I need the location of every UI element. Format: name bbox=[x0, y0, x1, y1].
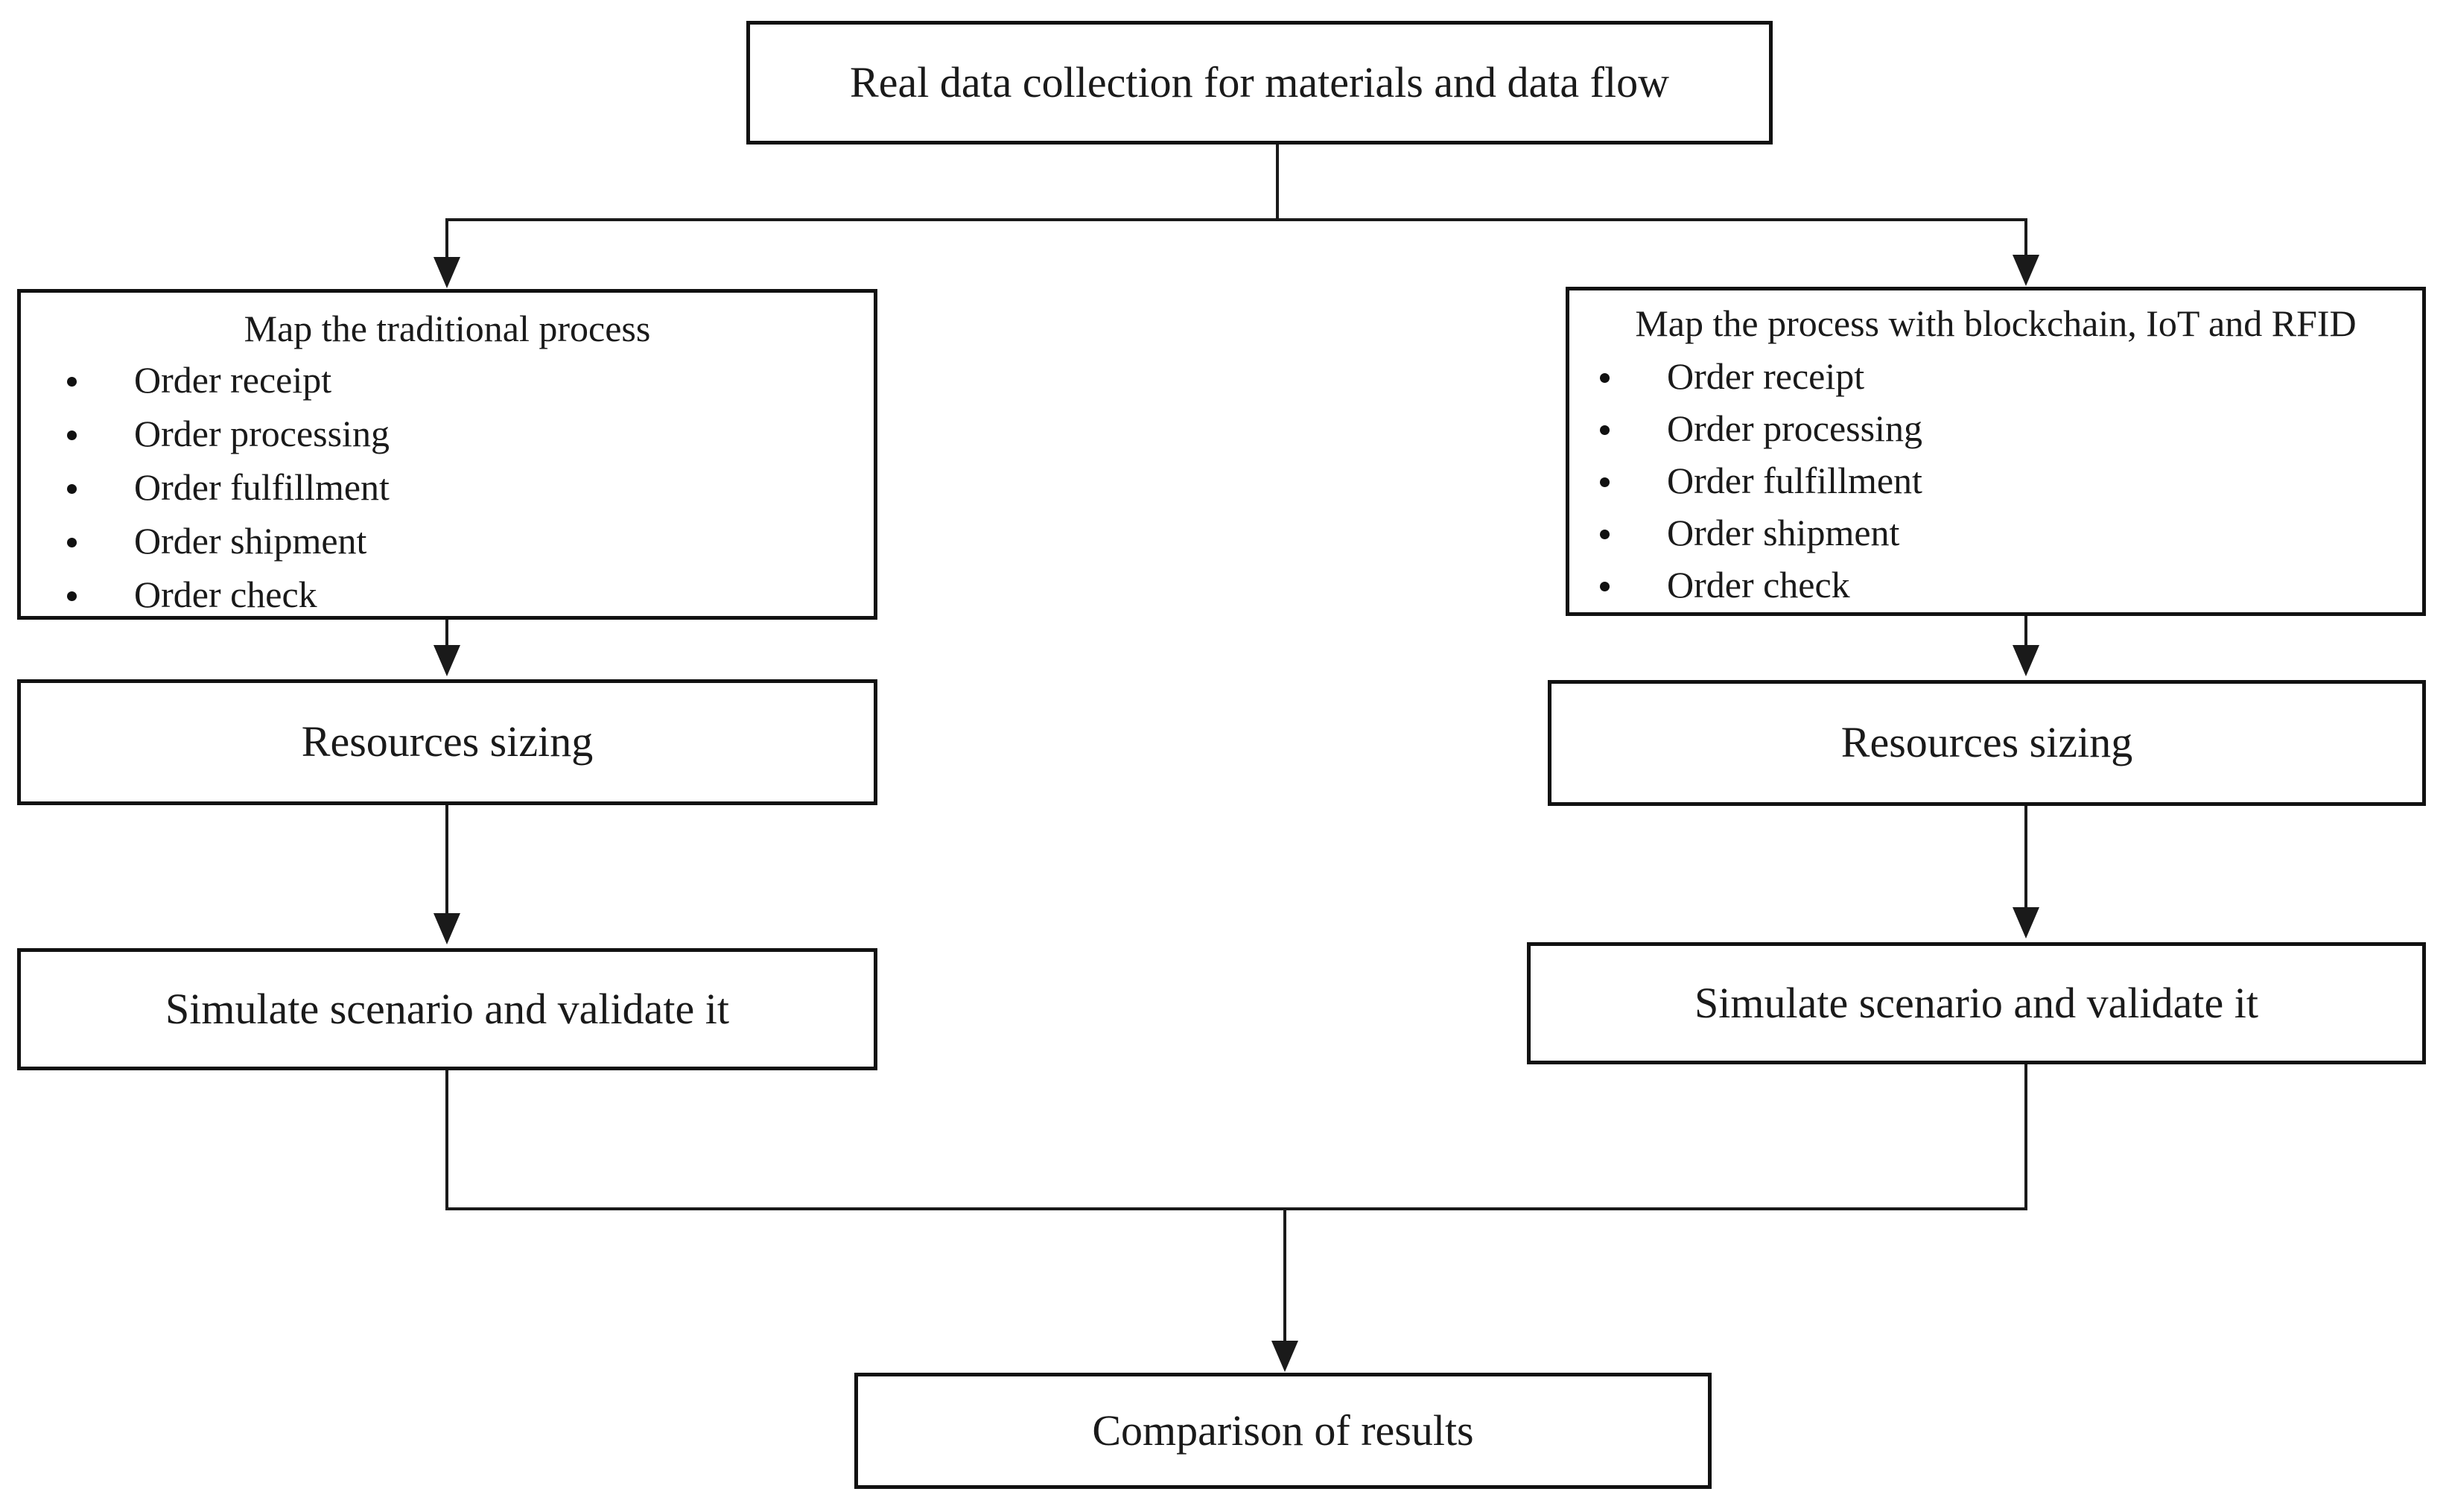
list-item: Order check bbox=[1600, 566, 2422, 603]
blockchain-item-list: Order receipt Order processing Order ful… bbox=[1569, 358, 2422, 603]
arrowhead-merge-to-comparison bbox=[1271, 1341, 1298, 1372]
edge-source-to-blockchain bbox=[2024, 218, 2027, 259]
node-source[interactable]: Real data collection for materials and d… bbox=[746, 21, 1773, 144]
list-item-label: Order fulfillment bbox=[134, 466, 390, 508]
node-simulate-left-label: Simulate scenario and validate it bbox=[165, 984, 729, 1033]
node-traditional-heading: Map the traditional process bbox=[244, 308, 651, 349]
edge-simulate-right-down bbox=[2024, 1064, 2027, 1209]
traditional-item-list: Order receipt Order processing Order ful… bbox=[21, 361, 874, 613]
list-item-label: Order check bbox=[134, 574, 317, 615]
bullet-icon bbox=[67, 538, 77, 547]
list-item-label: Order receipt bbox=[134, 359, 332, 401]
list-item-label: Order shipment bbox=[1667, 512, 1900, 553]
list-item: Order receipt bbox=[67, 361, 874, 398]
bullet-icon bbox=[1600, 373, 1610, 383]
list-item-label: Order fulfillment bbox=[1667, 460, 1922, 501]
arrowhead-traditional-to-resources bbox=[433, 645, 460, 676]
node-resources-sizing-left-label: Resources sizing bbox=[301, 717, 594, 766]
edge-traditional-to-resources bbox=[445, 620, 448, 648]
node-blockchain-process[interactable]: Map the process with blockchain, IoT and… bbox=[1566, 287, 2426, 616]
arrowhead-resources-to-simulate-left bbox=[433, 913, 460, 944]
edge-source-to-traditional bbox=[445, 218, 448, 261]
edge-resources-to-simulate-left bbox=[445, 805, 448, 915]
node-traditional-process[interactable]: Map the traditional process Order receip… bbox=[17, 289, 877, 620]
arrowhead-blockchain-to-resources bbox=[2013, 645, 2039, 676]
node-simulate-right[interactable]: Simulate scenario and validate it bbox=[1527, 942, 2426, 1064]
list-item: Order processing bbox=[1600, 410, 2422, 447]
bullet-icon bbox=[1600, 530, 1610, 539]
bullet-icon bbox=[1600, 477, 1610, 487]
edge-merge-to-comparison bbox=[1283, 1207, 1286, 1343]
edge-simulate-left-down bbox=[445, 1070, 448, 1209]
list-item-label: Order check bbox=[1667, 564, 1850, 606]
node-simulate-right-label: Simulate scenario and validate it bbox=[1694, 978, 2258, 1027]
node-comparison-of-results-label: Comparison of results bbox=[1092, 1405, 1474, 1455]
edge-blockchain-to-resources bbox=[2024, 616, 2027, 647]
node-blockchain-heading: Map the process with blockchain, IoT and… bbox=[1635, 302, 2357, 344]
edge-source-stem bbox=[1276, 144, 1279, 221]
list-item: Order check bbox=[67, 576, 874, 613]
list-item-label: Order receipt bbox=[1667, 355, 1865, 397]
bullet-icon bbox=[67, 377, 77, 387]
list-item: Order fulfillment bbox=[67, 468, 874, 506]
list-item-label: Order processing bbox=[134, 413, 390, 454]
node-simulate-left[interactable]: Simulate scenario and validate it bbox=[17, 948, 877, 1070]
edge-resources-to-simulate-right bbox=[2024, 806, 2027, 910]
bullet-icon bbox=[67, 431, 77, 440]
node-resources-sizing-right[interactable]: Resources sizing bbox=[1548, 680, 2426, 806]
list-item: Order fulfillment bbox=[1600, 462, 2422, 499]
list-item: Order receipt bbox=[1600, 358, 2422, 395]
bullet-icon bbox=[67, 591, 77, 601]
list-item-label: Order shipment bbox=[134, 520, 367, 562]
list-item-label: Order processing bbox=[1667, 407, 1922, 449]
bullet-icon bbox=[67, 484, 77, 494]
node-resources-sizing-right-label: Resources sizing bbox=[1840, 718, 2133, 767]
edge-source-split-bar bbox=[445, 218, 2027, 221]
node-comparison-of-results[interactable]: Comparison of results bbox=[854, 1373, 1712, 1489]
node-resources-sizing-left[interactable]: Resources sizing bbox=[17, 679, 877, 805]
bullet-icon bbox=[1600, 582, 1610, 591]
arrowhead-source-to-traditional bbox=[433, 257, 460, 288]
node-source-label: Real data collection for materials and d… bbox=[850, 57, 1669, 107]
edge-merge-bar bbox=[445, 1207, 2027, 1210]
list-item: Order shipment bbox=[67, 522, 874, 559]
arrowhead-resources-to-simulate-right bbox=[2013, 907, 2039, 938]
bullet-icon bbox=[1600, 425, 1610, 435]
list-item: Order processing bbox=[67, 415, 874, 452]
list-item: Order shipment bbox=[1600, 514, 2422, 551]
arrowhead-source-to-blockchain bbox=[2013, 255, 2039, 286]
